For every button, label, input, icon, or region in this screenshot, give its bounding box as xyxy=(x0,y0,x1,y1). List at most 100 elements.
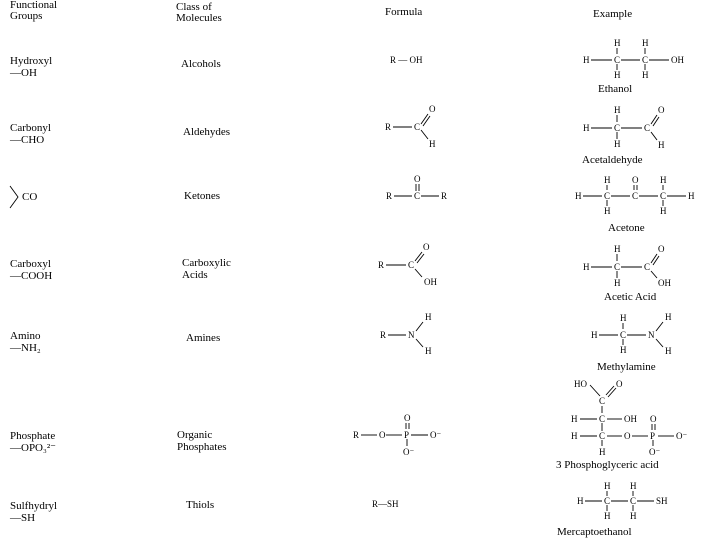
example-name-mercaptoethanol: Mercaptoethanol xyxy=(557,526,632,538)
svg-text:H: H xyxy=(575,191,582,201)
svg-text:H: H xyxy=(614,139,621,149)
svg-text:H: H xyxy=(577,496,584,506)
svg-text:H: H xyxy=(665,312,672,322)
example-name-methylamine: Methylamine xyxy=(597,361,656,373)
formula-aldehyde: R C O H xyxy=(385,104,436,149)
example-name-acetone: Acetone xyxy=(608,222,645,234)
group-carboxyl: Carboxyl—COOH xyxy=(10,258,53,282)
group-hydroxyl: Hydroxyl—OH xyxy=(10,55,53,79)
example-ethanol: H C C OH H H H H xyxy=(583,38,684,80)
svg-text:C: C xyxy=(599,431,605,441)
svg-text:R: R xyxy=(353,430,359,440)
ketone-group-bracket xyxy=(9,185,19,209)
svg-text:O: O xyxy=(379,430,386,440)
svg-text:O⁻: O⁻ xyxy=(676,431,687,441)
svg-text:H: H xyxy=(620,345,627,355)
group-sulfhydryl: Sulfhydryl—SH xyxy=(10,500,58,524)
svg-text:OH: OH xyxy=(424,277,437,287)
class-alcohols: Alcohols xyxy=(181,58,221,70)
svg-text:H: H xyxy=(688,191,695,201)
svg-text:H: H xyxy=(571,414,578,424)
svg-text:H: H xyxy=(604,175,611,185)
svg-text:C: C xyxy=(414,191,420,201)
svg-text:O⁻: O⁻ xyxy=(649,447,660,457)
svg-text:C: C xyxy=(644,262,650,272)
svg-text:P: P xyxy=(404,430,409,440)
svg-text:O: O xyxy=(616,379,623,389)
svg-text:C: C xyxy=(614,262,620,272)
svg-text:C: C xyxy=(642,55,648,65)
example-methylamine: H C N H H H H xyxy=(591,312,672,356)
example-name-phosphoglyceric-acid: 3 Phosphoglyceric acid xyxy=(556,459,659,471)
example-acetone: H C C C H H H O H H xyxy=(575,175,695,216)
svg-text:O: O xyxy=(658,105,665,115)
svg-text:H: H xyxy=(630,481,637,491)
svg-text:R: R xyxy=(378,260,384,270)
svg-text:O: O xyxy=(624,431,631,441)
svg-text:C: C xyxy=(614,55,620,65)
svg-text:H: H xyxy=(604,206,611,216)
svg-text:H: H xyxy=(660,206,667,216)
svg-text:OH: OH xyxy=(658,278,671,288)
formula-alcohol: R — OH xyxy=(390,55,423,65)
group-ketone: CO xyxy=(22,191,38,203)
svg-text:O: O xyxy=(404,413,411,423)
svg-text:R: R xyxy=(380,330,386,340)
svg-text:O: O xyxy=(632,175,639,185)
example-name-acetaldehyde: Acetaldehyde xyxy=(582,154,643,166)
svg-text:H: H xyxy=(614,105,621,115)
group-phosphate: Phosphate—OPO₃²⁻ xyxy=(10,430,56,454)
svg-text:R — OH: R — OH xyxy=(390,55,423,65)
svg-text:R—SH: R—SH xyxy=(372,499,399,509)
svg-text:H: H xyxy=(660,175,667,185)
header-formula: Formula xyxy=(385,6,423,18)
svg-text:C: C xyxy=(599,414,605,424)
svg-text:H: H xyxy=(571,431,578,441)
svg-text:H: H xyxy=(630,511,637,521)
svg-text:H: H xyxy=(614,70,621,80)
example-name-ethanol: Ethanol xyxy=(598,83,633,95)
svg-text:H: H xyxy=(583,262,590,272)
svg-text:OH: OH xyxy=(671,55,684,65)
svg-text:R: R xyxy=(441,191,447,201)
formula-thiol: R—SH xyxy=(372,499,399,509)
header-functional-groups: Functional Groups xyxy=(10,0,58,22)
svg-text:H: H xyxy=(620,313,627,323)
svg-text:N: N xyxy=(408,330,415,340)
svg-text:H: H xyxy=(429,139,436,149)
svg-text:C: C xyxy=(620,330,626,340)
example-acetic-acid: H C C H H O OH xyxy=(583,244,671,288)
svg-text:C: C xyxy=(632,191,638,201)
svg-text:C: C xyxy=(604,191,610,201)
svg-text:R: R xyxy=(385,122,391,132)
svg-text:H: H xyxy=(642,38,649,48)
example-phosphoglyceric-acid: HO C O H C OH H C O P O⁻ H O O⁻ xyxy=(571,379,687,457)
svg-text:C: C xyxy=(414,122,420,132)
svg-text:H: H xyxy=(614,244,621,254)
example-acetaldehyde: H C C H H O H xyxy=(583,105,665,150)
svg-text:P: P xyxy=(650,431,655,441)
svg-text:O: O xyxy=(658,244,665,254)
example-name-acetic-acid: Acetic Acid xyxy=(604,291,657,303)
class-thiols: Thiols xyxy=(186,499,215,511)
group-amino: Amino—NH₂ xyxy=(10,330,41,354)
svg-text:O: O xyxy=(650,414,657,424)
class-amines: Amines xyxy=(186,332,221,344)
svg-text:C: C xyxy=(630,496,636,506)
svg-text:O: O xyxy=(429,104,436,114)
class-aldehydes: Aldehydes xyxy=(183,126,231,138)
svg-text:N: N xyxy=(648,330,655,340)
formula-ketone: R C R O xyxy=(386,174,447,201)
svg-text:C: C xyxy=(614,123,620,133)
svg-text:O: O xyxy=(423,242,430,252)
svg-text:H: H xyxy=(583,123,590,133)
svg-text:H: H xyxy=(614,38,621,48)
formula-carboxylic-acid: R C O OH xyxy=(378,242,437,287)
svg-text:O⁻: O⁻ xyxy=(403,447,414,457)
svg-text:H: H xyxy=(425,312,432,322)
header-example: Example xyxy=(593,8,633,20)
svg-text:O: O xyxy=(414,174,421,184)
formula-amine: R N H H xyxy=(380,312,432,356)
